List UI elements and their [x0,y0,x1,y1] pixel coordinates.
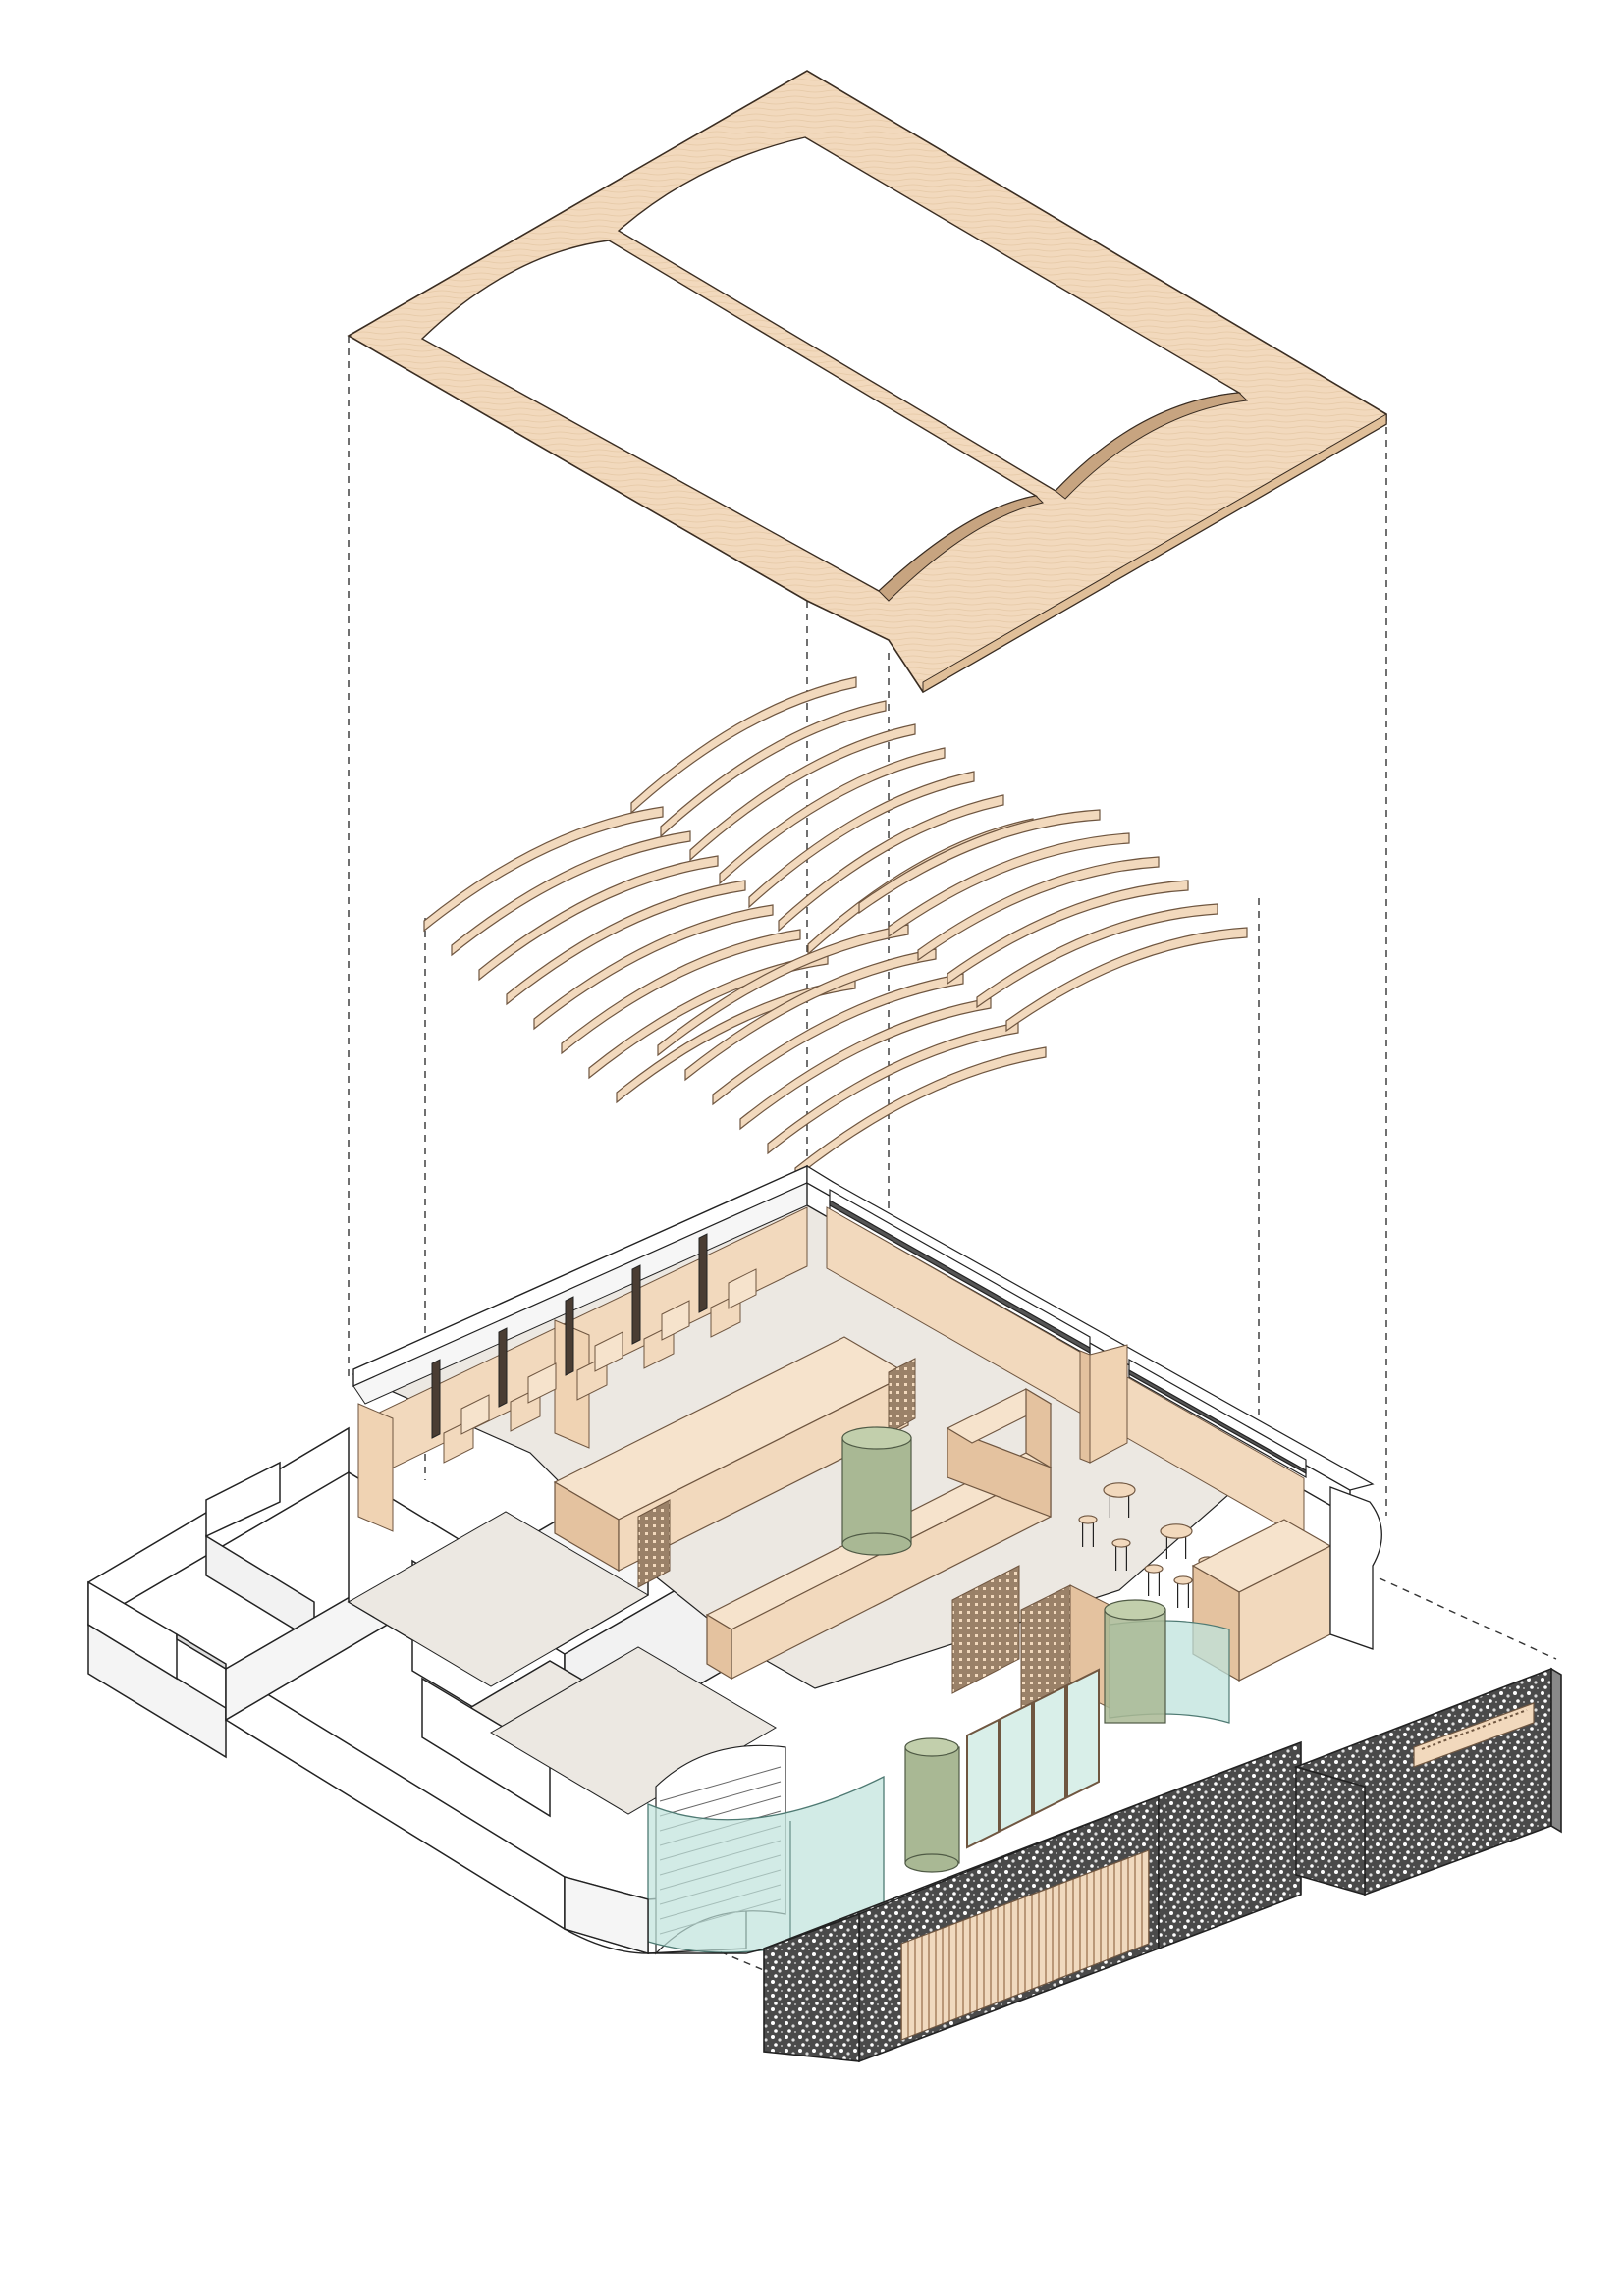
timber-slat-panel [900,1849,1150,2041]
floor-bottom [490,1646,777,1815]
timber-rib [630,676,857,815]
stair-step [659,1766,782,1802]
booth-partition [565,1296,574,1376]
glass-screen-front [647,1775,885,1953]
timber-rib [506,880,746,1006]
stool-seat [1173,1575,1193,1585]
timber-rib [858,809,1101,915]
timber-rib [657,924,909,1057]
timber-ribs [423,676,1248,1180]
facade-wall [763,1667,1562,2063]
column-center [841,1426,912,1556]
stair-step [659,1781,782,1817]
booth-partition [698,1233,708,1313]
timber-rib [712,973,964,1106]
entrance-door [966,1718,1000,1849]
booth-table [661,1300,690,1341]
entrance-door [1033,1684,1066,1816]
booth-seating [431,1233,757,1464]
timber-rib [739,997,992,1131]
stool-seat [1160,1523,1193,1539]
timber-rib [588,953,829,1080]
timber-rib [748,771,975,909]
timber-rib [533,904,774,1031]
floor-left [348,1511,649,1687]
timber-rib [561,929,801,1055]
timber-rib [423,806,664,933]
timber-rib [794,1046,1047,1180]
reception-desk [1191,1519,1332,1682]
timber-rib [1005,927,1248,1033]
timber-rib [917,856,1160,962]
column-front [904,1737,960,1873]
booth-table [460,1394,490,1435]
back-wall-right-top [806,1164,1375,1491]
lattice-screen [951,1565,1020,1694]
timber-rib [689,723,916,862]
timber-rib [976,903,1218,1009]
timber-rib [616,978,856,1104]
timber-rib [778,794,1004,933]
timber-rib [719,747,946,885]
entrance-doors [966,1668,1100,1849]
booth-table [728,1268,757,1309]
booth-partition [631,1264,641,1345]
stool-seat [1144,1564,1164,1574]
ceiling-panel [347,70,1387,694]
exterior-wall-front [564,1876,649,1954]
clerestory-windows [829,1188,1307,1479]
wall-pier [1089,1344,1128,1464]
timber-rib [888,832,1130,938]
timber-rib [947,880,1189,986]
timber-rib [451,830,691,957]
timber-rib [684,948,937,1082]
entrance-door [1066,1668,1100,1799]
timber-rib [767,1022,1019,1155]
stool-seat [1078,1515,1098,1524]
stool-seat [1111,1538,1131,1548]
floor-plan [87,1164,1382,1955]
counter-screen [637,1499,671,1588]
timber-rib [478,855,719,982]
booth-partition [431,1359,441,1439]
entrance-door [1000,1701,1033,1833]
lounge-stools [1078,1482,1218,1608]
column-right [1104,1599,1166,1724]
booth-table [527,1362,557,1404]
booth-table [594,1331,623,1372]
guide-lines [348,336,1557,1972]
stool-seat [1103,1482,1136,1498]
timber-rib [660,700,887,838]
sign-panel [1413,1702,1535,1768]
booth-partition [498,1327,508,1408]
